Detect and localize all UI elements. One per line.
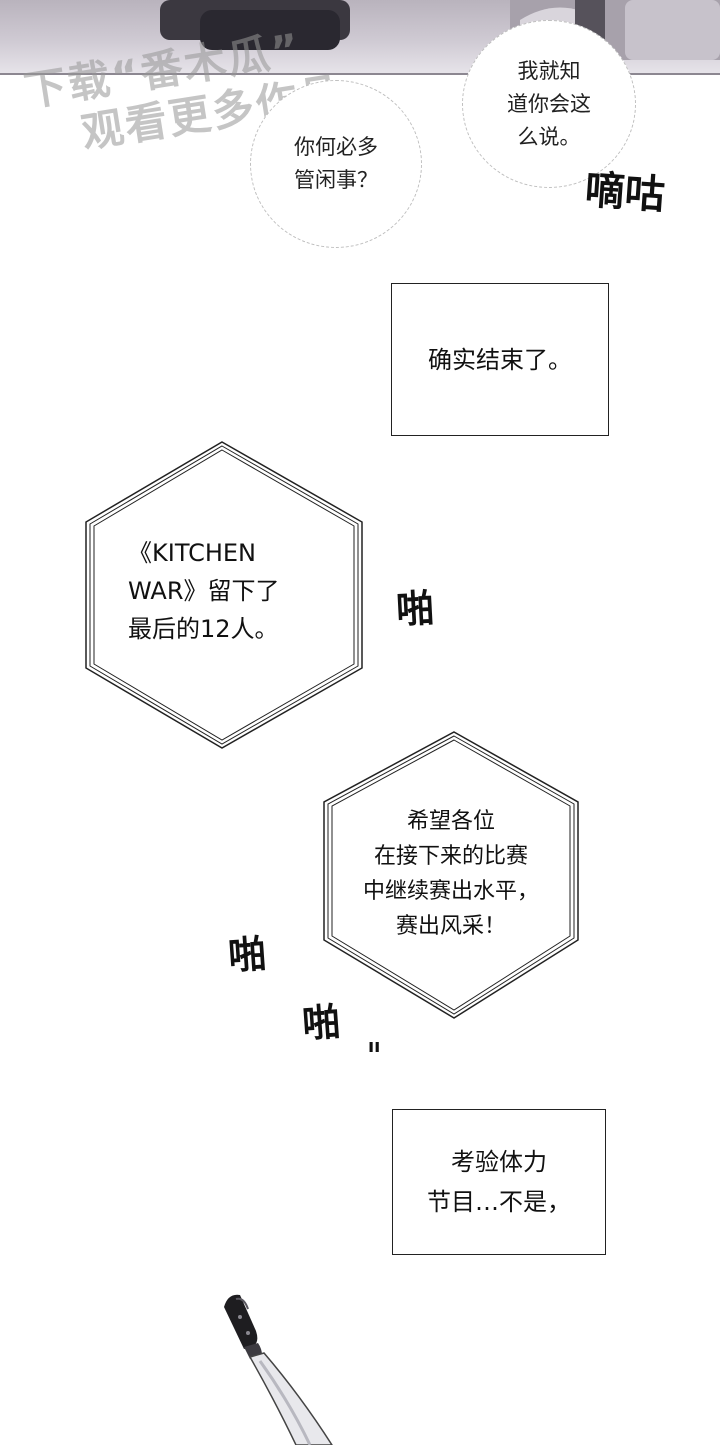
sfx-pa-2: 啪 [226,931,268,979]
speech-bubble-right-text: 我就知 道你会这 么说。 [507,58,591,149]
sfx-dizu: 嘀咕 [583,167,667,219]
narration-box-1: 确实结束了。 [391,283,609,436]
knife-illustration [224,1294,333,1445]
speech-bubble-left-text: 你何必多 管闲事？ [294,135,378,192]
narration-box-1-text: 确实结束了。 [428,345,572,374]
narration-box-2: 考验体力 节目…不是， [392,1109,606,1255]
sfx-pa-1: 啪 [395,586,436,632]
narration-box-2-text: 考验体力 节目…不是， [427,1148,571,1216]
hexagon-frame-1 [85,441,363,749]
hexagon-frame-2 [323,731,579,1019]
hexagon-1-text: 《KITCHEN WAR》留下了 最后的12人。 [128,539,280,643]
speech-bubble-left: 你何必多 管闲事？ [250,80,422,248]
speech-bubble-right: 我就知 道你会这 么说。 [462,20,636,188]
panel-border-line [0,73,720,75]
sfx-tick-marks: ıı [368,1036,381,1057]
hexagon-2-text: 希望各位 在接下来的比赛 中继续赛出水平， 赛出风采！ [362,809,539,939]
sfx-pa-3: 啪 [300,999,342,1047]
watermark: 下载“番木瓜” 观看更多作品 [0,0,488,158]
